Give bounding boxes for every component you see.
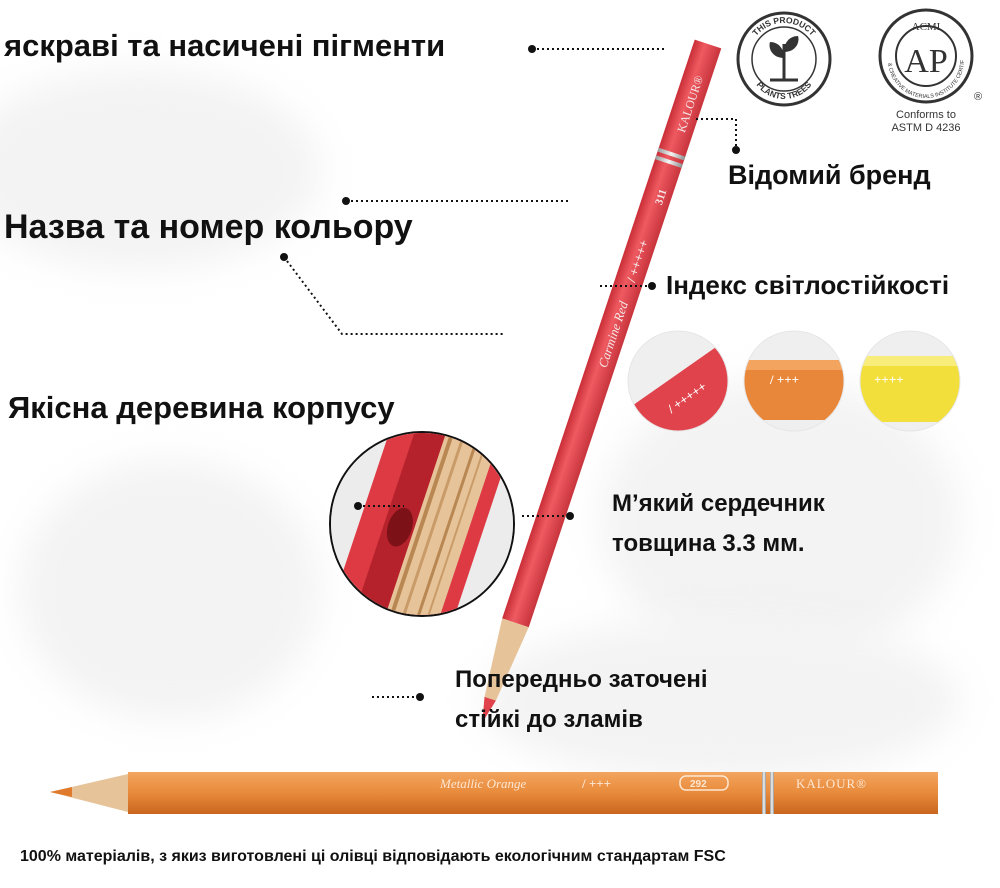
label-soft-core-line1: М’який сердечник [612,490,825,517]
red-pencil-number: 311 [653,188,669,207]
swatch-yellow: ++++ [860,331,960,431]
label-lightfastness: Індекс світлостійкості [666,270,950,300]
label-pigments: яскраві та насичені пігменти [4,28,446,63]
swatch-yellow-stars: ++++ [874,372,904,387]
orange-pencil-wood-tip [50,774,128,812]
red-pencil-body [502,39,722,628]
label-presharpened-line1: Попередньо заточені [455,666,708,693]
orange-pencil-body [128,772,938,814]
swatch-orange-stars: / +++ [769,372,799,387]
acmi-registered-mark: ® [974,91,982,103]
silver-band [770,772,774,814]
silver-band [762,772,766,814]
swatch-red: / +++++ [628,331,728,431]
acmi-top-text: ACMI [912,21,941,33]
label-presharpened: Попередньо заточені стійкі до зламів [455,660,707,740]
wood-cutaway-zoom [329,431,515,617]
label-presharpened-line2: стійкі до зламів [455,706,643,733]
footer-fsc-note: 100% матеріалів, з якиз виготовлені ці о… [20,848,726,865]
orange-pencil-lead [50,787,72,797]
tree-icon [769,36,799,82]
red-pencil-lead [482,696,496,723]
silver-band [657,147,686,161]
conforms-line2: ASTM D 4236 [891,122,960,134]
label-brand: Відомий бренд [728,160,931,190]
acmi-ap-seal: ACMI AP ART & CREATIVE MATERIALS INSTITU… [0,0,982,134]
swatch-orange: / +++ [744,331,844,431]
background-blob [20,460,320,720]
label-soft-core-line2: товщина 3.3 мм. [612,530,805,557]
orange-pencil-color-name: Metallic Orange [439,776,527,791]
orange-pencil-number: 292 [690,779,707,790]
orange-pencil-brand: KALOUR® [796,776,867,791]
leader-lines [283,48,737,698]
red-pencil-wood-tip [484,618,529,701]
conforms-line1: Conforms to [896,109,956,121]
lightfastness-swatches: / +++++ / +++ ++++ [627,330,961,432]
label-soft-core: М’який сердечник товщина 3.3 мм. [612,484,825,564]
background-blob [0,70,320,270]
leader-dots [280,45,740,701]
orange-pencil-stars: / +++ [581,776,611,791]
acmi-ap-text: AP [904,43,947,80]
background-blob [480,620,960,780]
plants-trees-badge: THIS PRODUCT PLANTS TREES [736,11,832,107]
label-wood: Якісна деревина корпусу [8,390,395,425]
label-color-name: Назва та номер кольору [4,208,413,246]
silver-band [654,155,683,168]
orange-pencil: Metallic Orange / +++ 292 KALOUR® [50,772,938,814]
orange-pencil-number-frame [679,775,729,791]
